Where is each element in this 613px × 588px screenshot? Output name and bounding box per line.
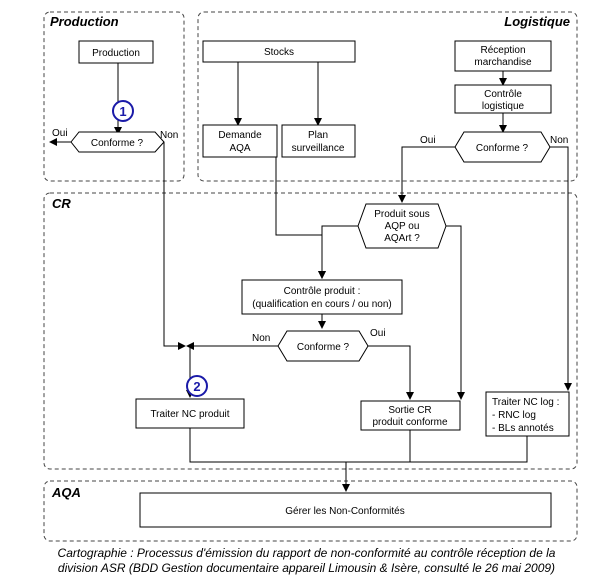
marker-2: 2: [186, 375, 208, 397]
swimlane-cr-title: CR: [52, 196, 71, 211]
swimlane-aqa-title: AQA: [51, 485, 81, 500]
node-sortie-cr-line1: Sortie CR: [388, 405, 431, 416]
node-gerer-nc-label: Gérer les Non-Conformités: [285, 506, 404, 517]
connectors: [49, 61, 572, 492]
swimlane-production-title: Production: [50, 14, 119, 29]
node-plan-surveillance: Plan surveillance: [281, 124, 356, 158]
node-traiter-nc-produit-label: Traiter NC produit: [150, 409, 229, 420]
decision-produit-sous-aqp-line3: AQArt ?: [384, 233, 420, 244]
decision-conforme-logistique-label: Conforme ?: [476, 143, 529, 154]
node-sortie-cr: Sortie CR produit conforme: [360, 400, 461, 431]
decision-conforme-production-label: Conforme ?: [91, 138, 144, 149]
swimlane-production: Production: [43, 11, 185, 182]
decision-produit-sous-aqp-line1: Produit sous: [374, 209, 430, 220]
node-controle-produit: Contrôle produit : (qualification en cou…: [241, 279, 403, 315]
edge-label-oui-production: Oui: [52, 128, 68, 139]
decision-conforme-production: Conforme ?: [70, 131, 165, 153]
node-traiter-nc-log-line2: - RNC log: [492, 410, 536, 421]
node-reception-line1: Réception: [480, 45, 525, 56]
swimlane-cr: CR: [43, 192, 578, 470]
node-traiter-nc-log-line3: - BLs annotés: [492, 423, 554, 434]
node-controle-produit-line2: (qualification en cours / ou non): [252, 299, 392, 310]
marker-1-label: 1: [119, 104, 126, 119]
node-demande-aqa-line2: AQA: [229, 143, 250, 154]
node-stocks-label: Stocks: [264, 47, 294, 58]
node-reception-line2: marchandise: [474, 57, 532, 68]
process-diagram: Production Logistique CR AQA Pr: [43, 11, 578, 542]
node-production: Production: [78, 40, 154, 64]
decision-produit-sous-aqp: Produit sous AQP ou AQArt ?: [357, 203, 447, 249]
decision-conforme-cr-label: Conforme ?: [297, 342, 350, 353]
node-production-label: Production: [92, 48, 140, 59]
node-controle-logistique-line1: Contrôle: [484, 89, 522, 100]
node-stocks: Stocks: [202, 40, 356, 63]
edge-label-non-production: Non: [160, 130, 178, 141]
node-traiter-nc-log: Traiter NC log : - RNC log - BLs annotés: [485, 391, 570, 437]
edge-label-non-cr: Non: [252, 333, 270, 344]
swimlane-logistique: Logistique: [197, 11, 578, 182]
edge-label-oui-logistique: Oui: [420, 135, 436, 146]
caption-line-1: Cartographie : Processus d'émission du r…: [57, 546, 556, 560]
marker-1: 1: [112, 100, 134, 122]
node-controle-logistique-line2: logistique: [482, 101, 525, 112]
decision-conforme-logistique: Conforme ?: [454, 131, 551, 163]
node-controle-logistique: Contrôle logistique: [454, 84, 552, 114]
node-plan-surveillance-line1: Plan: [308, 130, 328, 141]
node-demande-aqa: Demande AQA: [202, 124, 278, 158]
node-traiter-nc-log-line1: Traiter NC log :: [492, 397, 559, 408]
decision-produit-sous-aqp-line2: AQP ou: [385, 221, 420, 232]
node-demande-aqa-line1: Demande: [218, 130, 262, 141]
node-sortie-cr-line2: produit conforme: [372, 417, 447, 428]
edge-label-oui-cr: Oui: [370, 328, 386, 339]
node-traiter-nc-produit: Traiter NC produit: [135, 398, 245, 429]
figure-caption: Cartographie : Processus d'émission du r…: [8, 546, 605, 576]
edge-label-non-logistique: Non: [550, 135, 568, 146]
node-controle-produit-line1: Contrôle produit :: [284, 286, 361, 297]
node-gerer-nc: Gérer les Non-Conformités: [139, 492, 552, 528]
node-reception-marchandise: Réception marchandise: [454, 40, 552, 72]
node-plan-surveillance-line2: surveillance: [292, 143, 345, 154]
marker-2-label: 2: [193, 379, 200, 394]
decision-conforme-cr: Conforme ?: [277, 330, 369, 362]
swimlane-aqa: AQA: [43, 480, 578, 542]
caption-line-2: division ASR (BDD Gestion documentaire a…: [57, 561, 556, 575]
swimlane-logistique-title: Logistique: [504, 14, 570, 29]
